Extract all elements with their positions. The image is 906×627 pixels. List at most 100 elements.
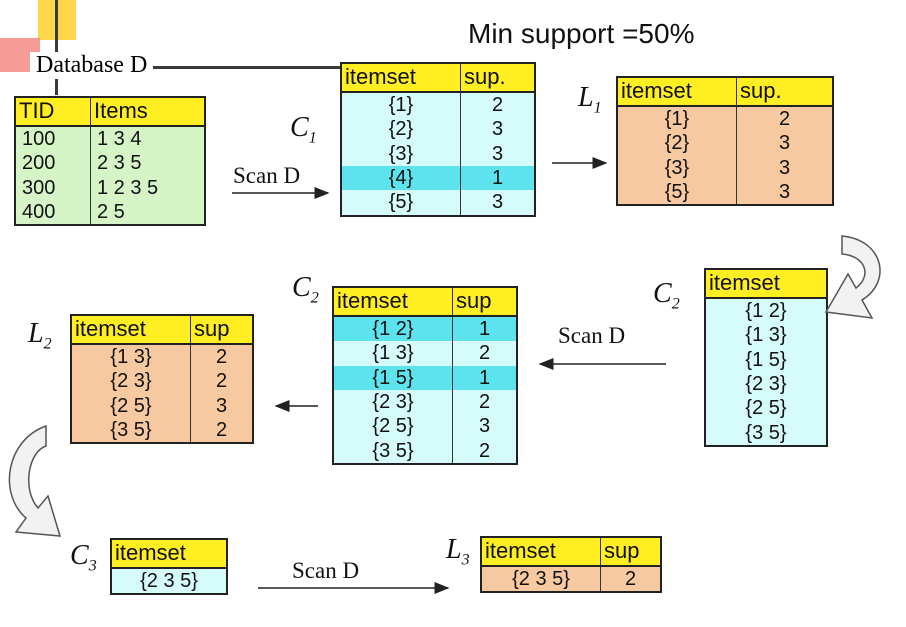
support-cell: 3	[460, 190, 535, 216]
table-row: {2 3}2	[333, 390, 517, 415]
itemset-cell: {1 2}	[333, 315, 453, 342]
curved-arrow-l1-to-c2	[824, 235, 881, 319]
items-cell: 2 3 5	[90, 151, 205, 176]
table-header-row: itemset	[111, 539, 227, 569]
support-cell: 2	[190, 343, 253, 370]
column-header: itemset	[617, 77, 737, 107]
support-cell: 1	[452, 365, 517, 390]
support-cell: 3	[460, 141, 535, 166]
table-row: {2 3 5}2	[481, 565, 661, 593]
support-cell: 3	[190, 393, 253, 418]
table-row: {1}2	[341, 91, 535, 118]
c2-candidates-table: itemset {1 2} {1 3} {1 5} {2 3} {2 5} {3…	[704, 268, 828, 448]
label-l1: L1	[578, 82, 602, 117]
table-row: {1 3}	[705, 323, 827, 348]
support-cell: 3	[460, 117, 535, 142]
column-header: itemset	[333, 287, 453, 317]
itemset-cell: {1 2}	[705, 297, 827, 324]
table-row: {1}2	[617, 105, 833, 132]
table-row: {2 3 5}	[111, 567, 227, 595]
itemset-cell: {5}	[617, 180, 737, 206]
curved-arrow-l2-to-c3	[8, 424, 62, 537]
tid-cell: 100	[15, 125, 91, 152]
table-row: {2 5}3	[71, 393, 253, 418]
itemset-cell: {2 5}	[71, 393, 191, 418]
itemset-cell: {1 3}	[71, 343, 191, 370]
column-header: itemset	[705, 269, 827, 299]
itemset-cell: {2 5}	[705, 396, 827, 421]
tid-cell: 300	[15, 175, 91, 200]
label-c2-candidates: C2	[653, 278, 680, 313]
c3-table: itemset {2 3 5}	[110, 538, 228, 596]
column-header: itemset	[481, 537, 601, 567]
table-row: {5}3	[617, 180, 833, 206]
column-header: itemset	[341, 63, 461, 93]
support-cell: 2	[452, 390, 517, 415]
slide-decoration-line	[55, 0, 58, 95]
scan-label-1: Scan D	[233, 163, 301, 188]
itemset-cell: {1 3}	[333, 341, 453, 366]
label-l3: L3	[446, 534, 470, 569]
column-header: TID	[15, 97, 91, 127]
itemset-cell: {1 5}	[705, 347, 827, 372]
itemset-cell: {1 3}	[705, 323, 827, 348]
tid-cell: 400	[15, 200, 91, 226]
itemset-cell: {5}	[341, 190, 461, 216]
itemset-cell: {2 3}	[705, 372, 827, 397]
table-row: {2 5}	[705, 396, 827, 421]
itemset-cell: {3 5}	[705, 420, 827, 447]
column-header: itemset	[111, 539, 227, 569]
itemset-cell: {2}	[617, 131, 737, 156]
items-cell: 2 5	[90, 200, 205, 226]
label-c1: C1	[290, 112, 317, 147]
support-cell: 2	[190, 369, 253, 394]
column-header: sup	[452, 287, 517, 317]
table-row: {1 2}	[705, 297, 827, 324]
table-row: {2}3	[617, 131, 833, 156]
column-header: sup	[600, 537, 661, 567]
table-row: {2 3}2	[71, 369, 253, 394]
label-c3: C3	[70, 540, 97, 575]
support-cell: 1	[452, 315, 517, 342]
items-cell: 1 2 3 5	[90, 175, 205, 200]
table-row: {1 3}2	[71, 343, 253, 370]
table-row: {3 5}2	[71, 418, 253, 444]
support-cell: 3	[452, 414, 517, 439]
support-cell: 2	[452, 341, 517, 366]
support-cell: 2	[600, 565, 661, 593]
itemset-cell: {2}	[341, 117, 461, 142]
table-row: {1 5}	[705, 347, 827, 372]
table-row: {3 5}2	[333, 438, 517, 465]
label-c2-counts: C2	[292, 272, 319, 307]
itemset-cell: {2 3 5}	[111, 567, 227, 595]
table-row: {5}3	[341, 190, 535, 216]
table-row-pruned: {1 2}1	[333, 315, 517, 342]
support-cell: 3	[736, 155, 833, 180]
table-row: {2 5}3	[333, 414, 517, 439]
support-cell: 2	[736, 105, 833, 132]
itemset-cell: {3}	[617, 155, 737, 180]
label-l2: L2	[28, 318, 52, 353]
itemset-cell: {3 5}	[333, 438, 453, 465]
support-cell: 2	[452, 438, 517, 465]
support-cell: 3	[736, 131, 833, 156]
support-cell: 2	[460, 91, 535, 118]
itemset-cell: {2 3 5}	[481, 565, 601, 593]
itemset-cell: {1 5}	[333, 365, 453, 390]
tid-cell: 200	[15, 151, 91, 176]
table-row: {2}3	[341, 117, 535, 142]
